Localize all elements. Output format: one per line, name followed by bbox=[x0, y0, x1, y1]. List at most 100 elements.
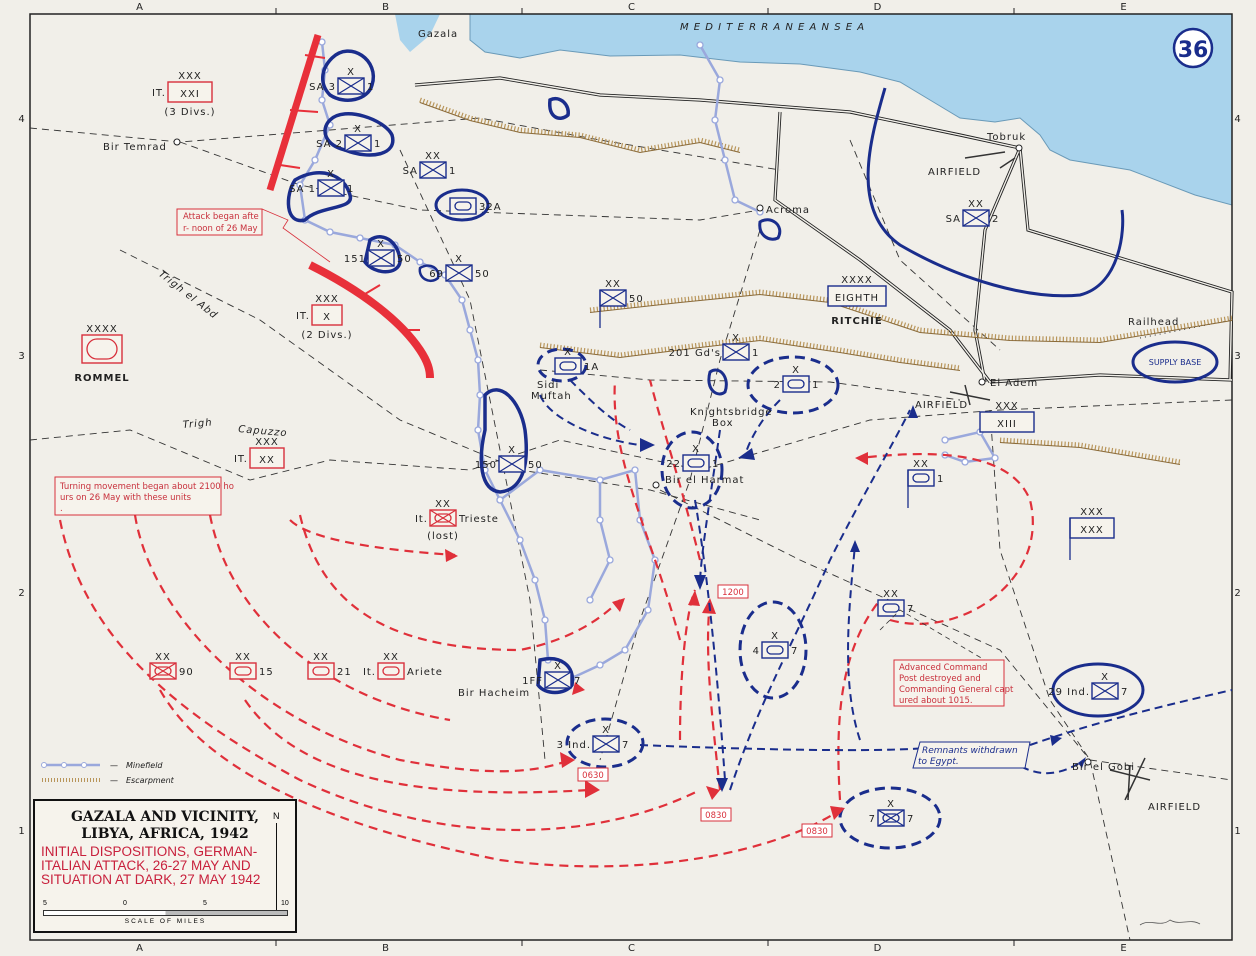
svg-text:Attack began afte: Attack began afte bbox=[183, 212, 259, 222]
unit-right-label: 1 bbox=[812, 380, 819, 391]
unit-echelon: X bbox=[771, 631, 779, 642]
unit-right-label: 7 bbox=[791, 646, 798, 657]
unit-left-label: 22 bbox=[666, 459, 681, 470]
time-0630: 0630 bbox=[582, 771, 604, 781]
map-title: GAZALA AND VICINITY, LIBYA, AFRICA, 1942 bbox=[70, 809, 260, 842]
place-knights: Knightsbridge bbox=[690, 407, 773, 418]
unit-below-label: (3 Divs.) bbox=[164, 107, 215, 118]
grid-column-C: C bbox=[628, 943, 636, 954]
unit-designation: XXX bbox=[1080, 525, 1104, 536]
unit-echelon: XXX bbox=[178, 71, 202, 82]
grid-column-A: A bbox=[136, 2, 144, 13]
svg-text:Advanced Command: Advanced Command bbox=[899, 663, 987, 673]
unit-left-label: 2 bbox=[774, 380, 781, 391]
unit-right-label: 7 bbox=[622, 740, 629, 751]
unit-left-label: SA 1 bbox=[289, 184, 316, 195]
minefield-marker bbox=[516, 536, 524, 544]
unit-echelon: XXX bbox=[1080, 507, 1104, 518]
unit-symbol bbox=[249, 447, 285, 469]
time-1200: 1200 bbox=[722, 588, 744, 598]
minefield-marker bbox=[541, 616, 549, 624]
minefield-marker bbox=[474, 356, 482, 364]
unit-right-label: 32A bbox=[479, 202, 502, 213]
armor-oval-icon bbox=[787, 379, 805, 389]
time-0830-a: 0830 bbox=[705, 811, 727, 821]
unit-b32a[interactable]: 32A bbox=[449, 197, 502, 215]
unit-below-label: (lost) bbox=[427, 531, 459, 542]
minefield-marker bbox=[586, 596, 594, 604]
infantry-cross-icon bbox=[149, 662, 177, 680]
place-trighcap1: Trigh bbox=[182, 417, 213, 431]
airfield-symbols bbox=[949, 151, 1151, 801]
tracks bbox=[29, 117, 1233, 941]
minefield-marker bbox=[644, 606, 652, 614]
unit-echelon: X bbox=[887, 799, 895, 810]
unit-echelon: XX bbox=[425, 151, 441, 162]
unit-right-label: Trieste bbox=[458, 514, 499, 525]
sea-inlet-gazala bbox=[395, 14, 440, 52]
legend-escarpment: Escarpment bbox=[126, 776, 175, 785]
armor-oval-icon bbox=[687, 458, 705, 468]
minefield-marker bbox=[496, 496, 504, 504]
unit-left-label: IT. bbox=[234, 454, 248, 465]
minefield-marker bbox=[536, 466, 544, 474]
scale-tick: 5 bbox=[203, 900, 207, 907]
unit-right-label: 50 bbox=[629, 294, 644, 305]
unit-d7arm[interactable]: XX7 bbox=[877, 589, 914, 617]
unit-echelon: XX bbox=[235, 652, 251, 663]
minefields bbox=[296, 38, 999, 682]
unit-symbol bbox=[311, 304, 343, 326]
minefield-marker bbox=[941, 436, 949, 444]
armor-oval-icon bbox=[312, 666, 330, 676]
unit-d1arm[interactable]: XX1 bbox=[907, 459, 944, 508]
unit-echelon: X bbox=[354, 124, 362, 135]
unit-ind3[interactable]: X3 Ind.7 bbox=[557, 725, 630, 753]
armor-oval-icon bbox=[382, 666, 400, 676]
unit-echelon: XX bbox=[435, 499, 451, 510]
unit-right-label: 1 bbox=[367, 82, 374, 93]
unit-b1a[interactable]: X1A bbox=[554, 347, 599, 375]
time-0830-b: 0830 bbox=[806, 827, 828, 837]
svg-text:—: — bbox=[110, 761, 118, 770]
unit-echelon: X bbox=[347, 67, 355, 78]
unit-echelon: XX bbox=[383, 652, 399, 663]
place-eladem: El Adem bbox=[990, 378, 1038, 389]
infantry-cross-icon bbox=[337, 77, 365, 95]
unit-echelon: XXX bbox=[995, 401, 1019, 412]
map-number: 36 bbox=[1178, 38, 1209, 63]
unit-xxx[interactable]: XXX XXX bbox=[1069, 507, 1115, 560]
minefield-marker bbox=[596, 661, 604, 669]
unit-right-label: 1 bbox=[752, 348, 759, 359]
svg-text:r- noon of 26 May: r- noon of 26 May bbox=[183, 224, 258, 234]
unit-designation: EIGHTH bbox=[835, 293, 879, 304]
map-number-badge: 36 bbox=[1172, 27, 1214, 69]
unit-ind29[interactable]: X29 Ind.7 bbox=[1048, 672, 1128, 700]
place-muftah: Muftah bbox=[531, 391, 572, 402]
